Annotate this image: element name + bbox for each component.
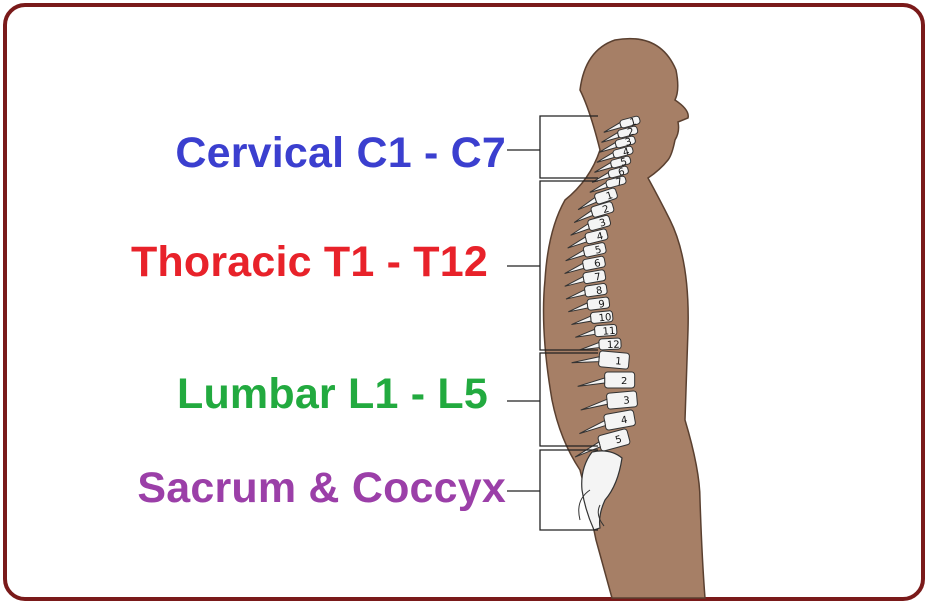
lumbar-vertebra-2-number: 2 (621, 376, 627, 387)
lumbar-bracket (539, 352, 598, 447)
lumbar-vertebra-5-number: 5 (614, 434, 623, 446)
cervical-vertebra-5-process (594, 161, 613, 173)
thoracic-vertebra-3-process (570, 223, 590, 236)
cervical-vertebra-1: 1 (603, 115, 641, 133)
thoracic-vertebra-7-process (564, 275, 585, 287)
thoracic-vertebra-7-number: 7 (594, 272, 602, 284)
diagram-frame (3, 3, 925, 601)
thoracic-vertebra-5: 5 (565, 242, 607, 262)
cervical-vertebra-7-number: 7 (615, 177, 624, 189)
cervical-vertebra-3-process (598, 141, 618, 153)
thoracic-vertebra-11-number: 11 (602, 326, 616, 338)
cervical-vertebra-5: 5 (594, 155, 632, 173)
cervical-vertebra-5-number: 5 (619, 157, 628, 169)
lumbar-vertebra-3-number: 3 (623, 395, 630, 407)
lumbar-vertebra-3-body (606, 390, 638, 410)
coccyx-bone (578, 489, 605, 527)
thoracic-vertebra-4-number: 4 (596, 231, 605, 243)
cervical-vertebra-4-process (596, 151, 615, 163)
thoracic-vertebra-3-number: 3 (598, 217, 607, 229)
thoracic-vertebra-8-process (565, 289, 586, 300)
cervical-vertebra-7-process (589, 181, 608, 193)
thoracic-vertebra-6: 6 (564, 255, 606, 275)
thoracic-vertebra-12-process (579, 341, 600, 351)
thoracic-vertebra-5-process (565, 249, 586, 262)
cervical-vertebra-3: 3 (598, 135, 636, 153)
thoracic-vertebra-10-number: 10 (598, 312, 612, 324)
thoracic-vertebra-6-process (564, 262, 585, 275)
cervical-vertebra-7: 7 (589, 175, 627, 193)
thoracic-vertebra-1-process (577, 196, 598, 211)
thoracic-vertebra-7: 7 (564, 269, 607, 287)
region-brackets (507, 115, 598, 531)
thoracic-vertebra-9: 9 (568, 296, 611, 313)
lumbar-vertebra-1-number: 1 (615, 356, 622, 368)
thoracic-vertebra-10-process (571, 315, 592, 326)
body-silhouette (542, 37, 706, 599)
cervical-vertebra-4: 4 (596, 145, 634, 163)
cervical-vertebra-1-process (603, 121, 622, 133)
label-sacrum: Sacrum & Coccyx (137, 464, 506, 512)
lumbar-vertebra-4-process (579, 419, 606, 435)
thoracic-vertebra-5-number: 5 (594, 245, 603, 257)
lumbar-vertebra-2-body (604, 371, 636, 389)
cervical-vertebra-6-number: 6 (617, 167, 626, 179)
sacrum-bone (581, 450, 623, 531)
lumbar-vertebra-1: 1 (571, 350, 630, 370)
thoracic-vertebra-12: 12 (579, 337, 622, 351)
lumbar-vertebra-3-process (580, 398, 608, 411)
cervical-vertebra-2-number: 2 (626, 127, 635, 139)
thoracic-vertebra-9-number: 9 (598, 299, 606, 311)
cervical-vertebra-2-process (601, 131, 620, 143)
sacrum-bracket (539, 449, 598, 531)
label-cervical: Cervical C1 - C7 (175, 129, 506, 177)
thoracic-vertebra-11: 11 (575, 323, 618, 338)
cervical-bracket (539, 115, 598, 179)
lumbar-vertebra-2: 2 (577, 371, 636, 389)
cervical-vertebra-2: 2 (601, 125, 639, 143)
thoracic-vertebra-1-number: 1 (605, 190, 614, 202)
cervical-vertebra-1-number: 1 (629, 117, 638, 129)
thoracic-vertebra-2: 2 (573, 201, 615, 223)
thoracic-vertebra-3: 3 (570, 214, 612, 236)
thoracic-vertebra-1: 1 (577, 187, 618, 211)
lumbar-vertebra-2-process (577, 377, 606, 387)
thoracic-vertebra-4: 4 (567, 228, 609, 249)
label-thoracic: Thoracic T1 - T12 (130, 238, 488, 286)
lumbar-vertebra-3: 3 (580, 390, 638, 411)
thoracic-vertebra-11-process (575, 328, 596, 338)
thoracic-vertebra-8: 8 (565, 283, 608, 300)
lumbar-vertebra-1-process (571, 356, 600, 364)
thoracic-vertebra-8-number: 8 (595, 285, 603, 297)
cervical-vertebra-6-process (591, 171, 611, 183)
cervical-vertebra-4-number: 4 (622, 147, 631, 159)
thoracic-vertebra-9-process (568, 302, 589, 313)
lumbar-vertebra-4: 4 (579, 409, 636, 435)
cervical-vertebra-3-number: 3 (624, 137, 633, 149)
thoracic-vertebra-12-number: 12 (607, 339, 620, 351)
label-lumbar: Lumbar L1 - L5 (176, 370, 488, 418)
cervical-vertebra-6: 6 (591, 165, 629, 183)
thoracic-vertebra-10: 10 (571, 310, 614, 326)
thoracic-vertebra-2-number: 2 (601, 204, 610, 216)
thoracic-vertebra-6-number: 6 (593, 258, 601, 270)
thoracic-vertebra-4-process (567, 236, 588, 249)
lumbar-vertebra-4-number: 4 (620, 415, 628, 427)
thoracic-vertebra-2-process (573, 209, 594, 223)
